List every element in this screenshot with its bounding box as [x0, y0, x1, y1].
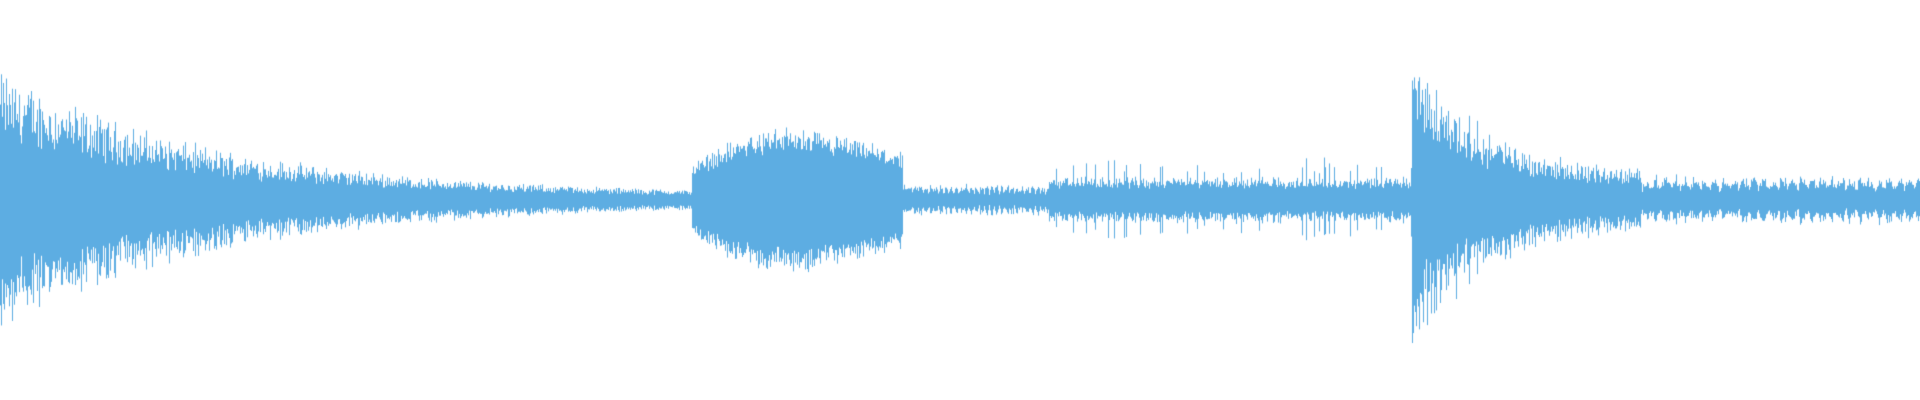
waveform-canvas: [0, 0, 1920, 400]
audio-waveform: [0, 0, 1920, 400]
